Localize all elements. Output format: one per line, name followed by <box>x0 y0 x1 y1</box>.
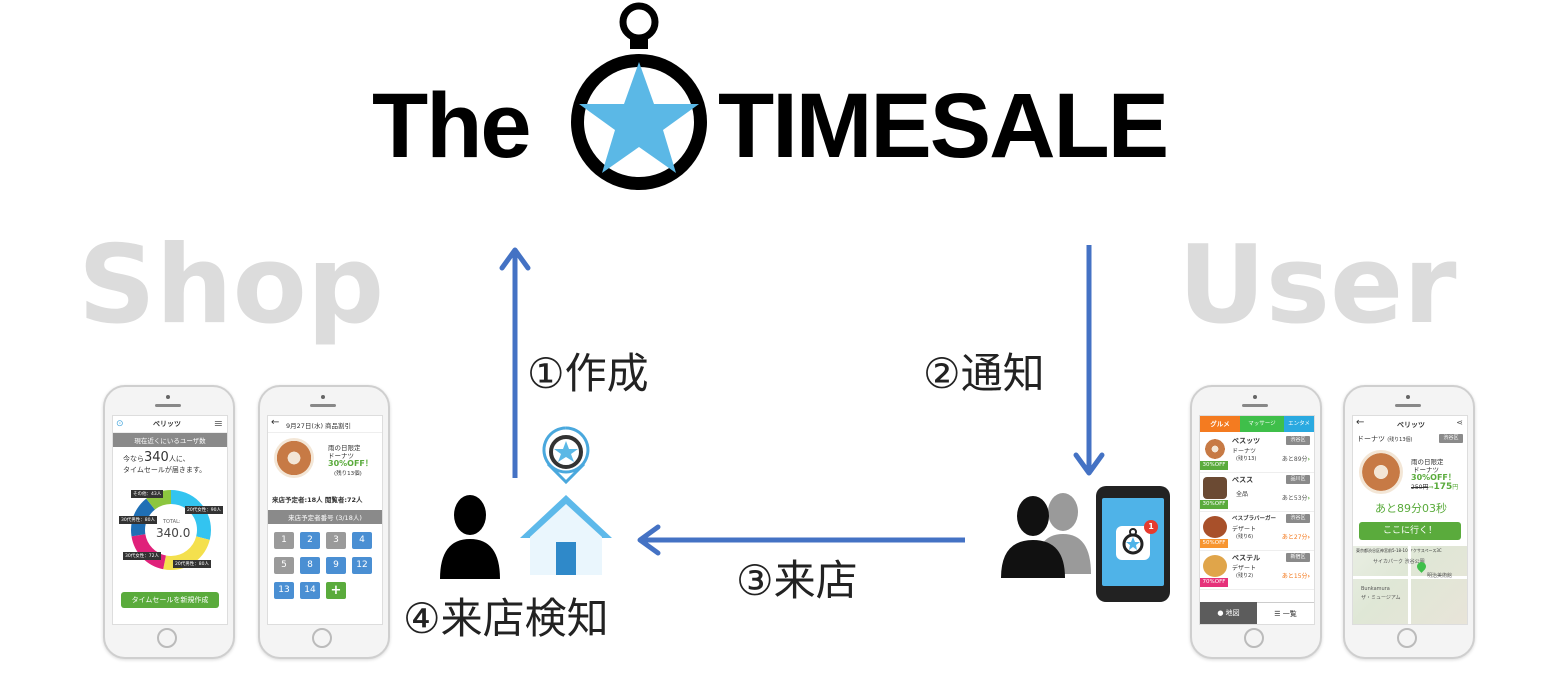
visitor-number-bar: 来店予定者番号 (3/18人) <box>268 510 382 524</box>
map-address: 東京都渋谷区神宮前5-18-10 ケクサスペース3C <box>1356 548 1442 554</box>
item-area: 品川区 <box>1286 475 1310 484</box>
sale-remain: (残り13個) <box>334 469 362 477</box>
label-m30: 30代男性：80人 <box>119 516 157 524</box>
item-sub: ドーナツ <box>1232 446 1256 455</box>
shop-name: ベリッツ <box>153 419 181 429</box>
item-name: ベスブラバーガー <box>1232 514 1276 522</box>
product-area: 渋谷区 <box>1439 434 1463 443</box>
item-time: あと27分› <box>1282 532 1310 541</box>
create-timesale-button[interactable]: タイムセールを新規作成 <box>121 592 219 608</box>
list-item[interactable]: 50%OFF ベスブラバーガー デザート (残り6) 渋谷区 あと27分› <box>1200 512 1314 551</box>
user-smartphone-icon <box>1094 484 1172 604</box>
item-area: 新宿区 <box>1286 553 1310 562</box>
shop-phone-visitors: ← 9月27日(水) 商品割引 雨の日限定 ドーナツ 30%OFF！ (残り13… <box>258 385 390 659</box>
shop-title: ベリッツ <box>1397 420 1425 430</box>
visitor-key[interactable]: 13 <box>274 582 294 599</box>
visitor-key[interactable]: 4 <box>352 532 372 549</box>
donut-photo <box>1359 450 1403 494</box>
step-visit-label: ③来店 <box>736 560 858 602</box>
sale-header: 9月27日(水) 商品割引 <box>286 420 351 430</box>
map-view-button[interactable]: ● 地図 <box>1200 602 1257 624</box>
shop-map[interactable]: 東京都渋谷区神宮前5-18-10 ケクサスペース3C サイカパーク 渋谷公園 B… <box>1353 546 1467 624</box>
app-logo-icon: ⊙ <box>116 419 124 429</box>
shop-phone-dashboard: ⊙ ベリッツ ≡ 現在近くにいるユーザ数 今なら340人に、 タイムセールが届き… <box>103 385 235 659</box>
back-arrow-icon[interactable]: ← <box>1356 417 1364 428</box>
step-create-label: ①作成 <box>527 353 649 395</box>
item-time: あと89分› <box>1282 454 1310 463</box>
shop-owner-person-icon <box>438 493 502 579</box>
item-sub: デザート <box>1232 524 1256 533</box>
visitor-key[interactable]: 8 <box>300 557 320 574</box>
user-phone-list: グルメ マッサージ エンタメ 30%OFF ベスッツ ドーナツ (残り13) 渋… <box>1190 385 1322 659</box>
item-remain: (残り2) <box>1236 572 1253 579</box>
countdown: あと89分03秒 <box>1359 500 1463 516</box>
nearby-users-bar: 現在近くにいるユーザ数 <box>113 433 227 447</box>
list-icon: ☰ <box>1274 610 1280 618</box>
label-f20: 20代女性：90人 <box>185 506 223 514</box>
visitor-key[interactable]: 3 <box>326 532 346 549</box>
share-icon[interactable]: ⋖ <box>1456 418 1463 427</box>
item-name: ベスッツ <box>1232 436 1260 446</box>
item-discount: 30%OFF <box>1200 500 1228 509</box>
donut-photo <box>274 438 314 478</box>
item-area: 渋谷区 <box>1286 436 1310 445</box>
label-f30: 30代女性：72人 <box>123 552 161 560</box>
users-person-icon <box>997 490 1097 580</box>
sale-discount: 30%OFF！ <box>328 458 373 469</box>
reach-pre: 今なら <box>123 455 144 463</box>
label-other: その他：43人 <box>131 490 163 498</box>
back-arrow-icon[interactable]: ← <box>271 417 279 428</box>
list-item[interactable]: 30%OFF ベスス 全品 品川区 あと53分› <box>1200 473 1314 512</box>
list-item[interactable]: 70%OFF ベステル デザート (残り2) 新宿区 あと15分› <box>1200 551 1314 590</box>
step-notify-label: ②通知 <box>923 353 1045 395</box>
item-area: 渋谷区 <box>1286 514 1310 523</box>
donut-total-label: TOTAL: <box>163 519 181 525</box>
detail-price: 250円⇒175円 <box>1411 482 1458 492</box>
item-time: あと53分› <box>1282 493 1310 502</box>
map-pin-icon: ● <box>1217 609 1223 617</box>
item-name: ベステル <box>1232 553 1260 563</box>
item-discount: 30%OFF <box>1200 461 1228 470</box>
visitor-key[interactable]: 1 <box>274 532 294 549</box>
visitor-key[interactable]: 5 <box>274 557 294 574</box>
shop-house-icon <box>518 420 618 580</box>
menu-icon[interactable]: ≡ <box>214 417 223 430</box>
item-remain: (残り13) <box>1236 455 1256 462</box>
map-label: Bunkamura <box>1361 586 1390 592</box>
visitor-stats: 来店予定者:18人 閲覧者:72人 <box>272 494 363 504</box>
item-sub: 全品 <box>1236 489 1248 498</box>
product-line: ドーナツ (残り13個) <box>1357 434 1413 444</box>
item-remain: (残り6) <box>1236 533 1253 540</box>
step-detect-label: ④来店検知 <box>403 598 609 640</box>
item-discount: 70%OFF <box>1200 578 1228 587</box>
item-time: あと15分› <box>1282 571 1310 580</box>
list-item[interactable]: 30%OFF ベスッツ ドーナツ (残り13) 渋谷区 あと89分› <box>1200 434 1314 473</box>
go-here-button[interactable]: ここに行く！ <box>1359 522 1461 540</box>
add-visitor-button[interactable]: + <box>326 582 346 599</box>
donut-total-value: 340.0 <box>156 526 190 540</box>
list-view-button[interactable]: ☰ 一覧 <box>1257 602 1314 625</box>
visitor-key[interactable]: 2 <box>300 532 320 549</box>
map-label: ザ・ミュージアム <box>1361 594 1401 601</box>
reach-post: 人に、 <box>169 455 190 463</box>
reach-number: 340 <box>144 450 169 465</box>
tab-gourmet[interactable]: グルメ <box>1200 416 1240 432</box>
item-sub: デザート <box>1232 563 1256 572</box>
visitor-key[interactable]: 14 <box>300 582 320 599</box>
visitor-key[interactable]: 12 <box>352 557 372 574</box>
user-phone-detail: ← ベリッツ ⋖ ドーナツ (残り13個) 渋谷区 雨の日限定 ドーナツ 30%… <box>1343 385 1475 659</box>
reach-line2: タイムセールが届きます。 <box>113 465 227 475</box>
visitor-key[interactable]: 9 <box>326 557 346 574</box>
label-m20: 20代男性：80人 <box>173 560 211 568</box>
map-label: 明治美術館 <box>1427 572 1452 579</box>
tab-entertainment[interactable]: エンタメ <box>1284 416 1314 432</box>
item-discount: 50%OFF <box>1200 539 1228 548</box>
item-name: ベスス <box>1232 475 1253 485</box>
tab-massage[interactable]: マッサージ <box>1240 416 1284 432</box>
notification-badge: 1 <box>1146 522 1156 531</box>
